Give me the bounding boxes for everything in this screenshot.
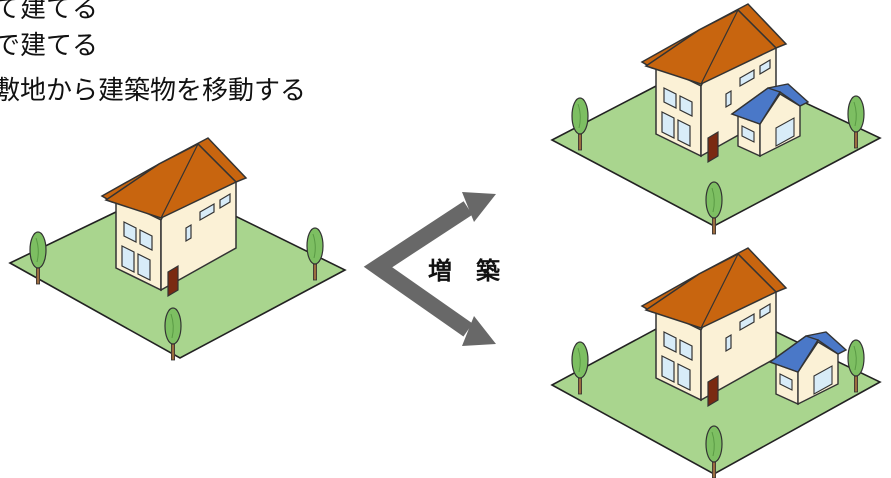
- branch-arrow: 増 築: [363, 192, 501, 346]
- arrowhead-up: [462, 192, 496, 222]
- extended-lot-bottom: [550, 247, 882, 478]
- note-line-3: 敷地から建築物を移動する: [0, 76, 307, 106]
- extended-lot-top: [550, 3, 882, 235]
- arrowhead-down: [462, 316, 496, 346]
- note-line-2: で建てる: [0, 31, 99, 61]
- tree-icon: [705, 181, 723, 235]
- arrow-label: 増 築: [428, 257, 501, 285]
- note-line-1: て建てる: [0, 0, 99, 24]
- original-lot: [8, 137, 347, 361]
